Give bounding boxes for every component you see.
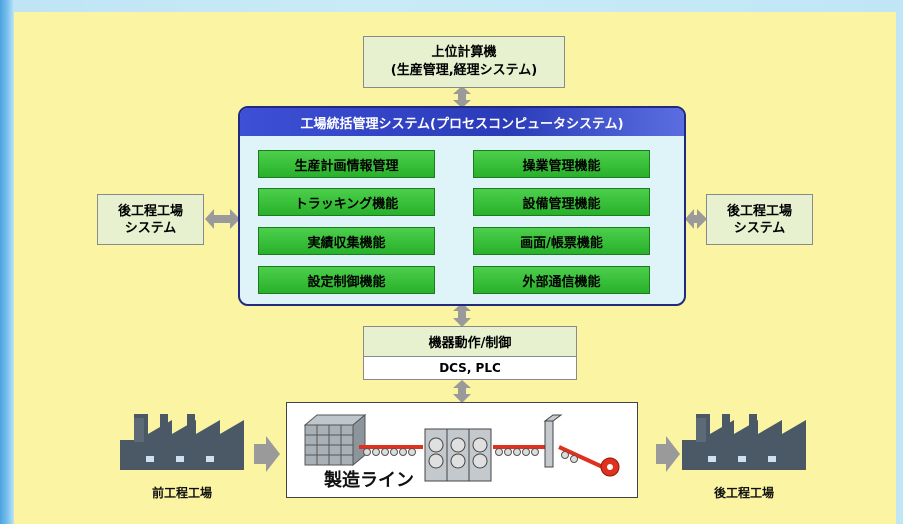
- rolling-mill-icon: [424, 428, 492, 482]
- downstream-right-line1: 後工程工場: [726, 203, 792, 219]
- billet-stack-icon: [303, 413, 367, 467]
- function-screen-report: 画面/帳票機能: [473, 227, 650, 255]
- downstream-left-line2: システム: [124, 220, 177, 236]
- function-tracking: トラッキング機能: [258, 188, 435, 216]
- device-control-box: 機器動作/制御: [363, 326, 577, 356]
- cutter-icon: [543, 414, 563, 468]
- production-line-label: 製造ライン: [324, 470, 414, 491]
- upper-computer-box: 上位計算機 (生産管理,経理システム): [363, 36, 565, 88]
- arrow-line-factory-right: [656, 436, 680, 472]
- upper-computer-subtitle: (生産管理,経理システム): [390, 63, 538, 78]
- function-results-collection: 実績収集機能: [258, 227, 435, 255]
- arrow-main-device: [453, 303, 471, 327]
- upstream-factory-label: 前工程工場: [151, 486, 212, 500]
- arrow-left-main: [205, 209, 240, 229]
- dcs-plc-box: DCS, PLC: [363, 356, 577, 380]
- arrow-upper-main: [453, 86, 471, 108]
- arrow-main-right: [685, 209, 707, 229]
- function-external-communication: 外部通信機能: [473, 266, 650, 294]
- conveyor-line: [359, 445, 620, 477]
- arrow-factory-left-line: [254, 436, 280, 472]
- downstream-left-line1: 後工程工場: [117, 203, 183, 219]
- function-production-plan: 生産計画情報管理: [258, 150, 435, 178]
- factory-management-title: 工場統括管理システム(プロセスコンピュータシステム): [240, 108, 684, 136]
- production-line-box: [286, 402, 638, 498]
- arrow-device-line: [453, 380, 471, 403]
- factory-left-icon: [120, 414, 244, 470]
- upper-computer-title: 上位計算機: [431, 45, 497, 60]
- function-equipment-management: 設備管理機能: [473, 188, 650, 216]
- function-operation-management: 操業管理機能: [473, 150, 650, 178]
- factory-right-icon: [682, 414, 806, 470]
- function-setting-control: 設定制御機能: [258, 266, 435, 294]
- downstream-system-left: 後工程工場 システム: [97, 194, 204, 245]
- downstream-factory-label: 後工程工場: [713, 486, 774, 500]
- downstream-system-right: 後工程工場 システム: [706, 194, 813, 245]
- downstream-right-line2: システム: [733, 220, 786, 236]
- production-line-illustration: [303, 413, 620, 482]
- factory-management-system: 工場統括管理システム(プロセスコンピュータシステム) 生産計画情報管理 トラッキ…: [238, 106, 686, 306]
